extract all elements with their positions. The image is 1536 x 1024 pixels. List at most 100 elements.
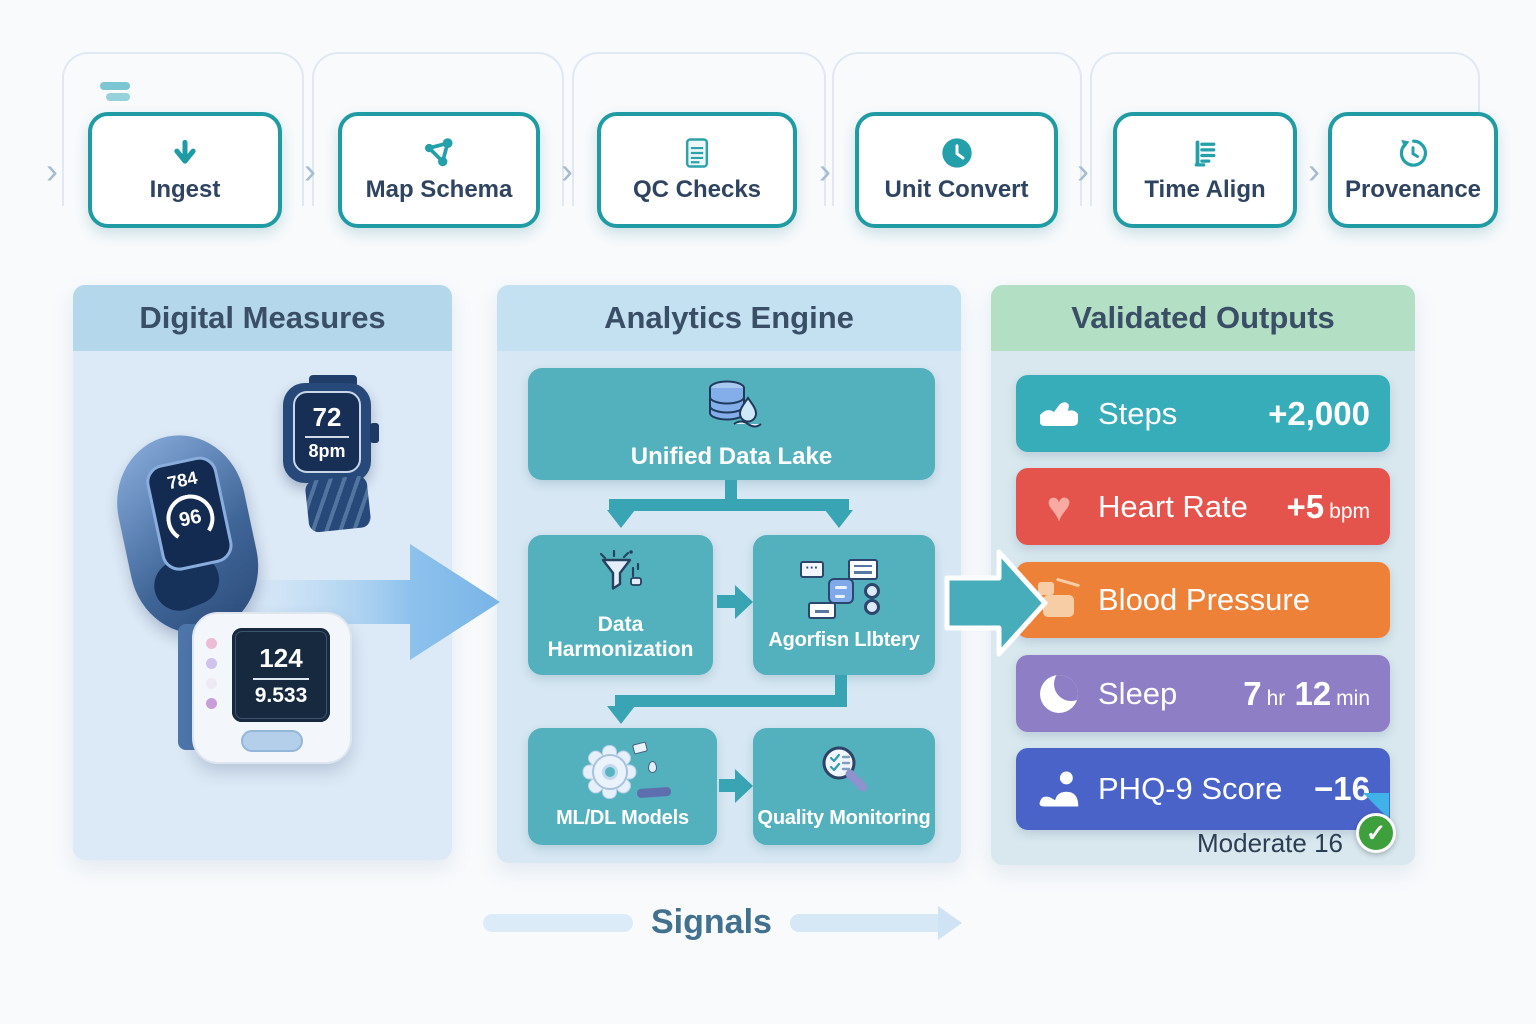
step-label: Ingest: [149, 175, 221, 203]
card-unit: bpm: [1329, 499, 1370, 523]
pipeline-step-unit-convert: Unit Convert: [855, 112, 1058, 228]
node-data-harmonization: Data Harmonization: [528, 535, 713, 675]
output-card-blood-pressure: Blood Pressure: [1016, 562, 1390, 638]
signal-arrow-right: [789, 905, 962, 940]
pipeline-step-map-schema: Map Schema: [338, 112, 540, 228]
node-unified-data-lake: Unified Data Lake: [528, 368, 935, 480]
bp-button: [241, 730, 303, 752]
node-label: Data Harmonization: [547, 613, 694, 661]
flag-accent: [631, 741, 648, 755]
node-ml-dl-models: ML/DL Models: [528, 728, 717, 845]
moon-icon: [1036, 672, 1082, 716]
panel-title: Validated Outputs: [991, 285, 1415, 351]
card-label: Sleep: [1098, 675, 1178, 711]
phq9-severity-note: Moderate 16: [1197, 828, 1343, 858]
chevron-right-icon: ›: [46, 150, 58, 191]
ghost-card: [312, 52, 564, 206]
watch-crown: [370, 423, 379, 443]
connector: [719, 779, 737, 792]
bar-accent: [636, 786, 671, 799]
connector: [725, 480, 737, 504]
pipeline-step-time-align: Time Align: [1113, 112, 1297, 228]
connector-arrowhead: [735, 585, 753, 619]
pipeline-step-ingest: Ingest: [88, 112, 282, 228]
pipeline-step-qc-checks: QC Checks: [597, 112, 797, 228]
connector-arrowhead: [607, 706, 635, 724]
step-label: Unit Convert: [884, 175, 1029, 203]
flow-arrow-measures-to-analytics: [196, 544, 500, 660]
node-label: ML/DL Models: [556, 807, 689, 829]
signals-label: Signals: [651, 903, 772, 941]
signal-bar-left: [483, 913, 633, 932]
panel-analytics-engine: Analytics Engine Unified Data Lake: [497, 285, 961, 863]
chevron-right-icon: ›: [819, 150, 831, 191]
connector: [717, 595, 737, 608]
node-label: Agorfisn Llbtery: [768, 628, 920, 651]
step-label: QC Checks: [632, 175, 762, 203]
shoe-steps-icon: [1036, 392, 1082, 436]
person-icon: [1036, 767, 1082, 811]
bp-screen: 124 9.533: [232, 628, 330, 722]
ghost-card: [572, 52, 826, 206]
bp-screen-divider: [253, 677, 309, 680]
watch-strap-bottom: [304, 474, 372, 534]
flow-arrow-analytics-to-outputs: [944, 549, 1048, 657]
panel-validated-outputs: Validated Outputs Steps +2,000 ♥ Heart R…: [991, 285, 1415, 865]
step-label: Time Align: [1144, 175, 1266, 203]
database-droplet-icon: [701, 378, 763, 437]
connector-arrowhead: [607, 510, 635, 528]
signals-footer: Signals: [483, 903, 962, 942]
node-algorithm-library: ··· Agorfisn Llbtery: [753, 535, 935, 675]
watch-screen-divider: [305, 436, 349, 438]
watch-heart-rate: 72: [312, 402, 342, 432]
card-value: −16: [1314, 770, 1370, 807]
bp-cuff-icon: [1036, 577, 1082, 622]
droplet-accent: [647, 761, 657, 773]
card-label: Heart Rate: [1098, 488, 1248, 524]
card-value: +2,000: [1268, 394, 1370, 432]
pipeline-step-provenance: Provenance: [1328, 112, 1498, 228]
bp-monitor-illustration: 124 9.533: [178, 612, 352, 764]
clock-icon: [941, 137, 973, 169]
ghost-card: [62, 52, 304, 206]
chevron-right-icon: ›: [1077, 150, 1089, 191]
menu-bars-icon: [100, 82, 130, 90]
watch-screen: 72 8pm: [293, 391, 361, 473]
check-badge-icon: ✓: [1356, 813, 1396, 853]
step-label: Provenance: [1344, 175, 1482, 203]
output-card-phq9: PHQ-9 Score −16: [1016, 748, 1390, 830]
connector: [615, 695, 847, 707]
bp-indicator-dots: [206, 638, 217, 709]
smartwatch-illustration: 72 8pm: [283, 375, 383, 534]
panel-title: Analytics Engine: [497, 285, 961, 351]
chat-modules-icon: ···: [800, 558, 888, 623]
magnifier-checklist-icon: [817, 744, 871, 801]
stacked-list-icon: [1190, 137, 1220, 169]
chevron-right-icon: ›: [304, 150, 316, 191]
connector-arrowhead: [825, 510, 853, 528]
card-label: Steps: [1098, 395, 1178, 431]
node-quality-monitoring: Quality Monitoring: [753, 728, 935, 845]
card-label: Blood Pressure: [1098, 582, 1310, 617]
node-label: Unified Data Lake: [630, 442, 833, 470]
funnel-icon: [598, 548, 644, 607]
step-label: Map Schema: [365, 175, 513, 203]
band-gauge-value: 96: [177, 504, 204, 532]
gear-icon: [575, 741, 671, 801]
download-arrow-icon: [170, 137, 200, 169]
network-nodes-icon: [423, 137, 455, 169]
bp-systolic: 124: [259, 642, 303, 673]
chevron-right-icon: ›: [561, 150, 573, 191]
watch-time: 8pm: [308, 441, 346, 461]
menu-bars-icon: [106, 93, 130, 101]
connector-arrowhead: [735, 769, 753, 803]
node-label: Quality Monitoring: [757, 806, 931, 829]
output-card-steps: Steps +2,000: [1016, 375, 1390, 452]
heart-icon: ♥: [1046, 482, 1072, 530]
band-reading: 784: [165, 467, 200, 494]
